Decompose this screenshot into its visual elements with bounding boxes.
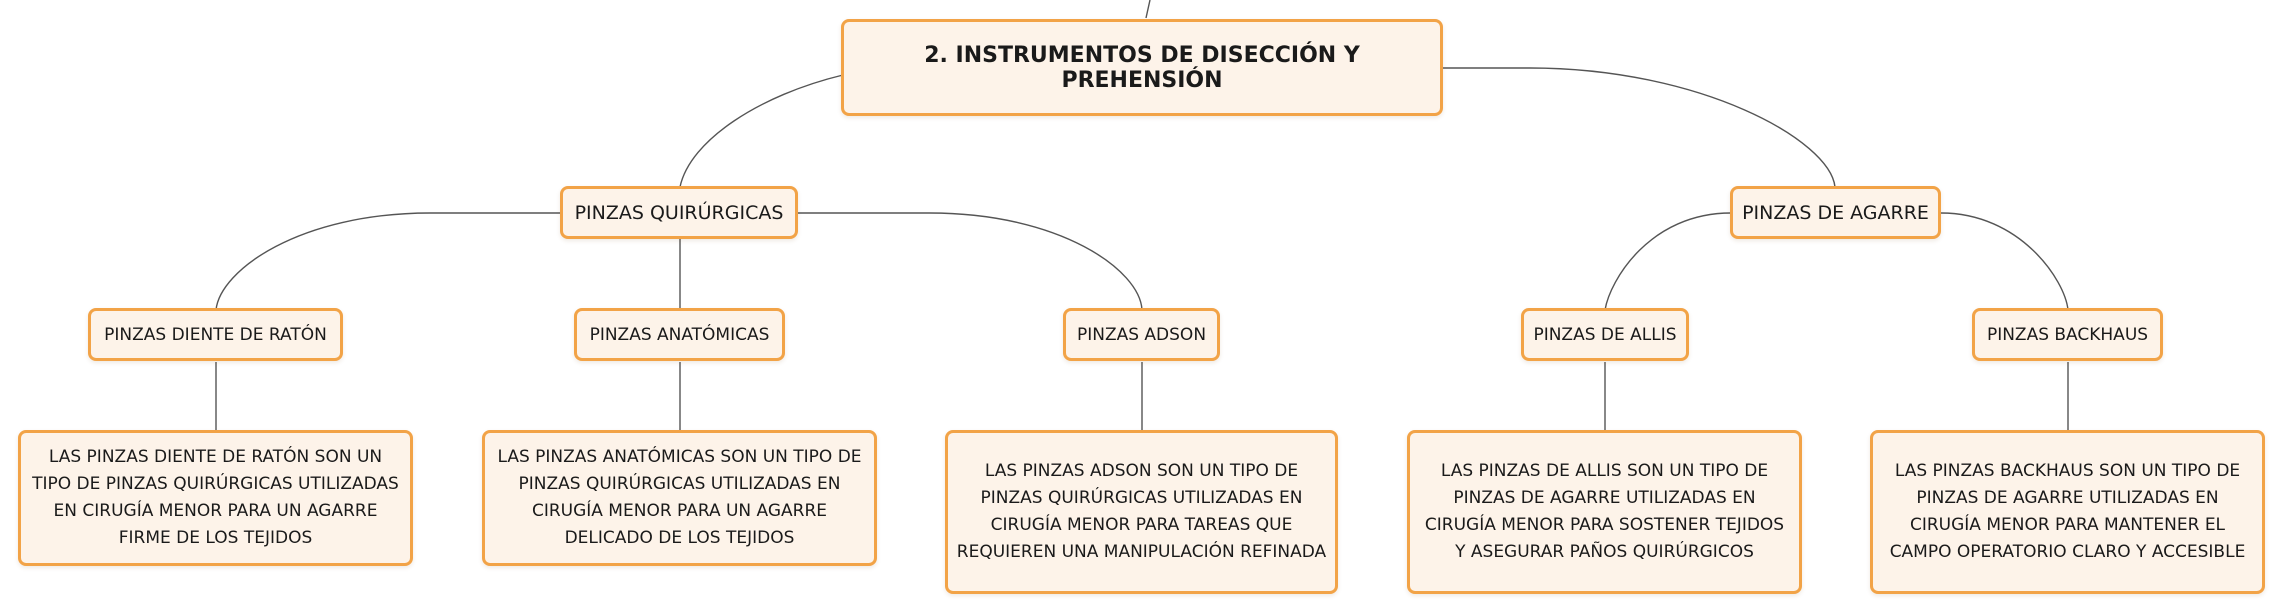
desc-pinzas-backhaus[interactable]: LAS PINZAS BACKHAUS SON UN TIPO DE PINZA…: [1870, 430, 2265, 594]
connector-root-parent: [1145, 0, 1151, 19]
node-pinzas-de-agarre[interactable]: PINZAS DE AGARRE: [1730, 186, 1941, 239]
node-label: PINZAS BACKHAUS: [1986, 324, 2149, 345]
connector-quirurgicas-diente-de-raton: [215, 212, 562, 311]
desc-text: LAS PINZAS BACKHAUS SON UN TIPO DE PINZA…: [1889, 461, 2246, 562]
node-label: PINZAS DE ALLIS: [1533, 324, 1677, 345]
connector-root-pinzas-quirurgicas: [679, 74, 844, 188]
node-label: PINZAS DE AGARRE: [1742, 201, 1929, 224]
node-pinzas-backhaus[interactable]: PINZAS BACKHAUS: [1972, 308, 2163, 361]
desc-pinzas-de-allis[interactable]: LAS PINZAS DE ALLIS SON UN TIPO DE PINZA…: [1407, 430, 1802, 594]
connector-agarre-allis: [1604, 212, 1732, 311]
node-pinzas-quirurgicas[interactable]: PINZAS QUIRÚRGICAS: [560, 186, 798, 239]
node-pinzas-anatomicas[interactable]: PINZAS ANATÓMICAS: [574, 308, 785, 361]
desc-pinzas-diente-de-raton[interactable]: LAS PINZAS DIENTE DE RATÓN SON UN TIPO D…: [18, 430, 413, 566]
desc-pinzas-adson[interactable]: LAS PINZAS ADSON SON UN TIPO DE PINZAS Q…: [945, 430, 1338, 594]
node-label: PINZAS QUIRÚRGICAS: [574, 201, 784, 224]
node-pinzas-diente-de-raton[interactable]: PINZAS DIENTE DE RATÓN: [88, 308, 343, 361]
root-node-label: 2. INSTRUMENTOS DE DISECCIÓN Y PREHENSIÓ…: [924, 42, 1360, 93]
connector-root-pinzas-de-agarre: [1443, 67, 1836, 188]
connector-quirurgicas-adson: [798, 212, 1143, 311]
node-pinzas-adson[interactable]: PINZAS ADSON: [1063, 308, 1220, 361]
desc-text: LAS PINZAS ADSON SON UN TIPO DE PINZAS Q…: [956, 461, 1327, 562]
desc-text: LAS PINZAS ANATÓMICAS SON UN TIPO DE PIN…: [497, 447, 862, 548]
node-label: PINZAS ANATÓMICAS: [589, 324, 770, 345]
desc-text: LAS PINZAS DE ALLIS SON UN TIPO DE PINZA…: [1424, 461, 1785, 562]
root-node[interactable]: 2. INSTRUMENTOS DE DISECCIÓN Y PREHENSIÓ…: [841, 19, 1443, 116]
node-pinzas-de-allis[interactable]: PINZAS DE ALLIS: [1521, 308, 1689, 361]
desc-pinzas-anatomicas[interactable]: LAS PINZAS ANATÓMICAS SON UN TIPO DE PIN…: [482, 430, 877, 566]
node-label: PINZAS ADSON: [1076, 324, 1207, 345]
node-label: PINZAS DIENTE DE RATÓN: [104, 324, 327, 345]
desc-text: LAS PINZAS DIENTE DE RATÓN SON UN TIPO D…: [32, 447, 399, 548]
connector-agarre-backhaus: [1940, 212, 2069, 311]
